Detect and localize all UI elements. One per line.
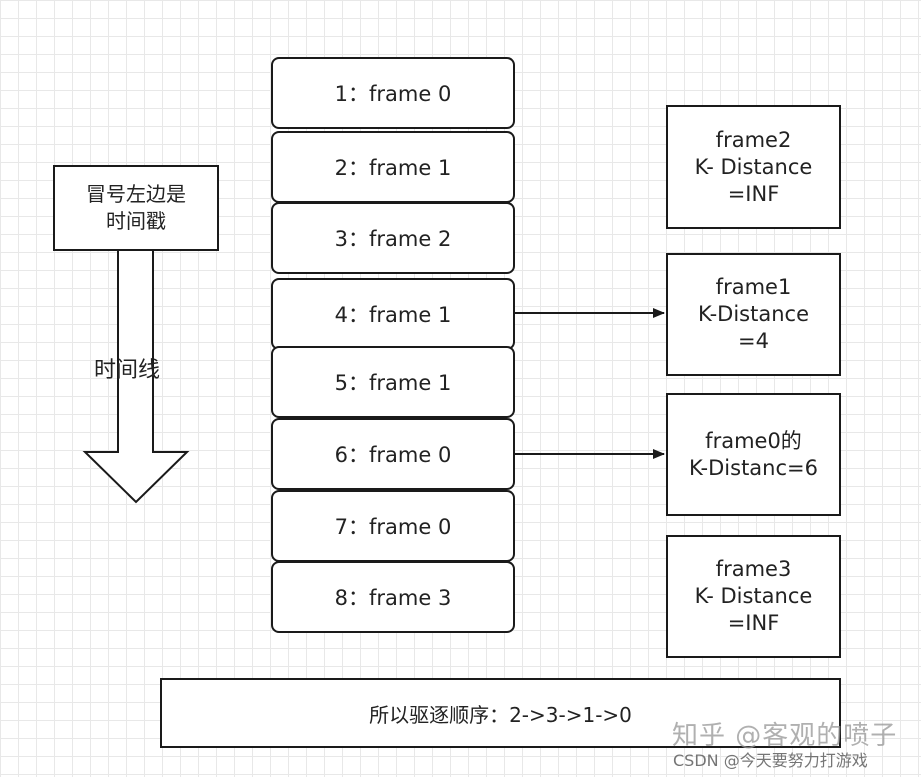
timeline-arrow: [82, 251, 190, 504]
kbox-line: K- Distance: [694, 584, 813, 608]
kbox-line: frame2: [715, 127, 792, 152]
kbox-line: frame1: [715, 275, 792, 299]
kbox-line: K-Distanc=6: [688, 455, 818, 480]
kbox-line: =INF: [727, 181, 780, 206]
frame-access-3: 3：frame 2: [271, 202, 515, 274]
legend-line-2: 时间戳: [106, 209, 166, 233]
kbox-line: frame3: [715, 557, 792, 581]
kbox-line: =INF: [727, 611, 780, 635]
eviction-order-summary: 所以驱逐顺序：2->3->1->0: [160, 678, 841, 748]
kdistance-box-frame1: frame1 K-Distance =4: [666, 253, 841, 376]
frame-access-1: 1：frame 0: [271, 57, 515, 129]
frame-access-5: 5：frame 1: [271, 346, 515, 418]
zhihu-watermark: 知乎 @客观的喷子: [672, 721, 898, 751]
frame-access-4: 4：frame 1: [271, 278, 515, 350]
kbox-line: frame0的: [705, 428, 802, 453]
csdn-watermark: CSDN @今天要努力打游戏: [673, 751, 868, 770]
timeline-label: 时间线: [94, 358, 161, 383]
kdistance-box-frame3: frame3 K- Distance =INF: [666, 535, 841, 658]
legend-line-1: 冒号左边是: [86, 182, 186, 206]
frame-access-8: 8：frame 3: [271, 561, 515, 633]
kdistance-box-frame0: frame0的 K-Distanc=6: [666, 393, 841, 516]
timestamp-legend-box: 冒号左边是 时间戳: [53, 165, 219, 251]
frame-access-7: 7：frame 0: [271, 490, 515, 562]
kbox-line: K-Distance: [698, 302, 809, 326]
frame-access-6: 6：frame 0: [271, 418, 515, 490]
kdistance-box-frame2: frame2 K- Distance =INF: [666, 105, 841, 229]
kbox-line: K- Distance: [694, 154, 813, 179]
frame-access-2: 2：frame 1: [271, 131, 515, 203]
kbox-line: =4: [738, 329, 769, 353]
